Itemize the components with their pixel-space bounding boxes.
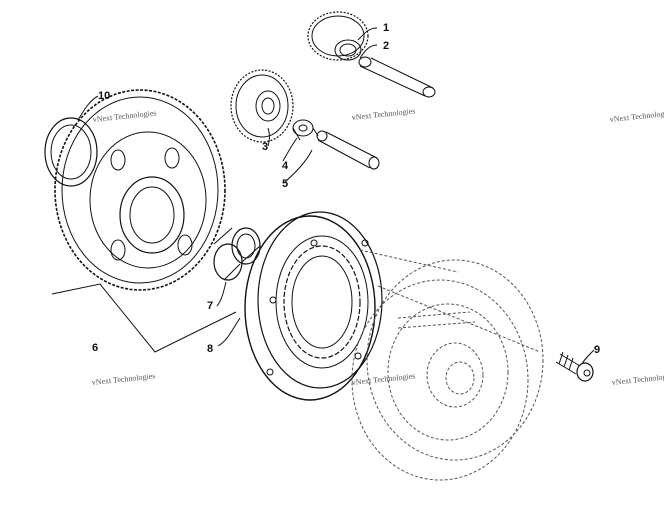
- part-5-shaft: [316, 130, 380, 170]
- part-3-gear: [230, 69, 294, 143]
- callout-7: 7: [207, 300, 213, 312]
- watermark: vNext Technologies: [91, 371, 156, 387]
- part-2-shaft: [358, 56, 436, 98]
- callout-1: 1: [383, 22, 389, 34]
- flywheel-housing-ghost: [351, 249, 544, 481]
- leader-lines: [51, 27, 595, 365]
- callout-3: 3: [262, 141, 268, 153]
- callout-10: 10: [98, 90, 110, 102]
- part-8-one-way-clutch: [244, 211, 383, 401]
- watermark: vNext Technologies: [92, 108, 157, 124]
- callout-4: 4: [282, 160, 289, 172]
- part-10-washer: [44, 117, 98, 187]
- callout-5: 5: [282, 178, 288, 190]
- part-9-bolt: [555, 351, 594, 382]
- watermark: vNext Technologies: [609, 108, 664, 124]
- watermark: vNext Technologies: [351, 371, 416, 387]
- callout-6: 6: [92, 342, 98, 354]
- watermarks: vNext Technologies vNext Technologies vN…: [91, 106, 664, 387]
- part-1-idler-gear: [307, 11, 369, 61]
- callout-8: 8: [207, 343, 213, 355]
- callout-9: 9: [594, 344, 600, 356]
- part-6-starter-gear: [54, 89, 226, 291]
- watermark: vNext Technologies: [611, 371, 664, 387]
- watermark: vNext Technologies: [351, 106, 416, 122]
- callout-2: 2: [383, 40, 389, 52]
- callout-labels: 1 2 3 4 5 6 7 8 9 10: [92, 22, 600, 356]
- part-7-needle-bearing: [213, 227, 261, 281]
- part-4-bushing: [292, 119, 319, 141]
